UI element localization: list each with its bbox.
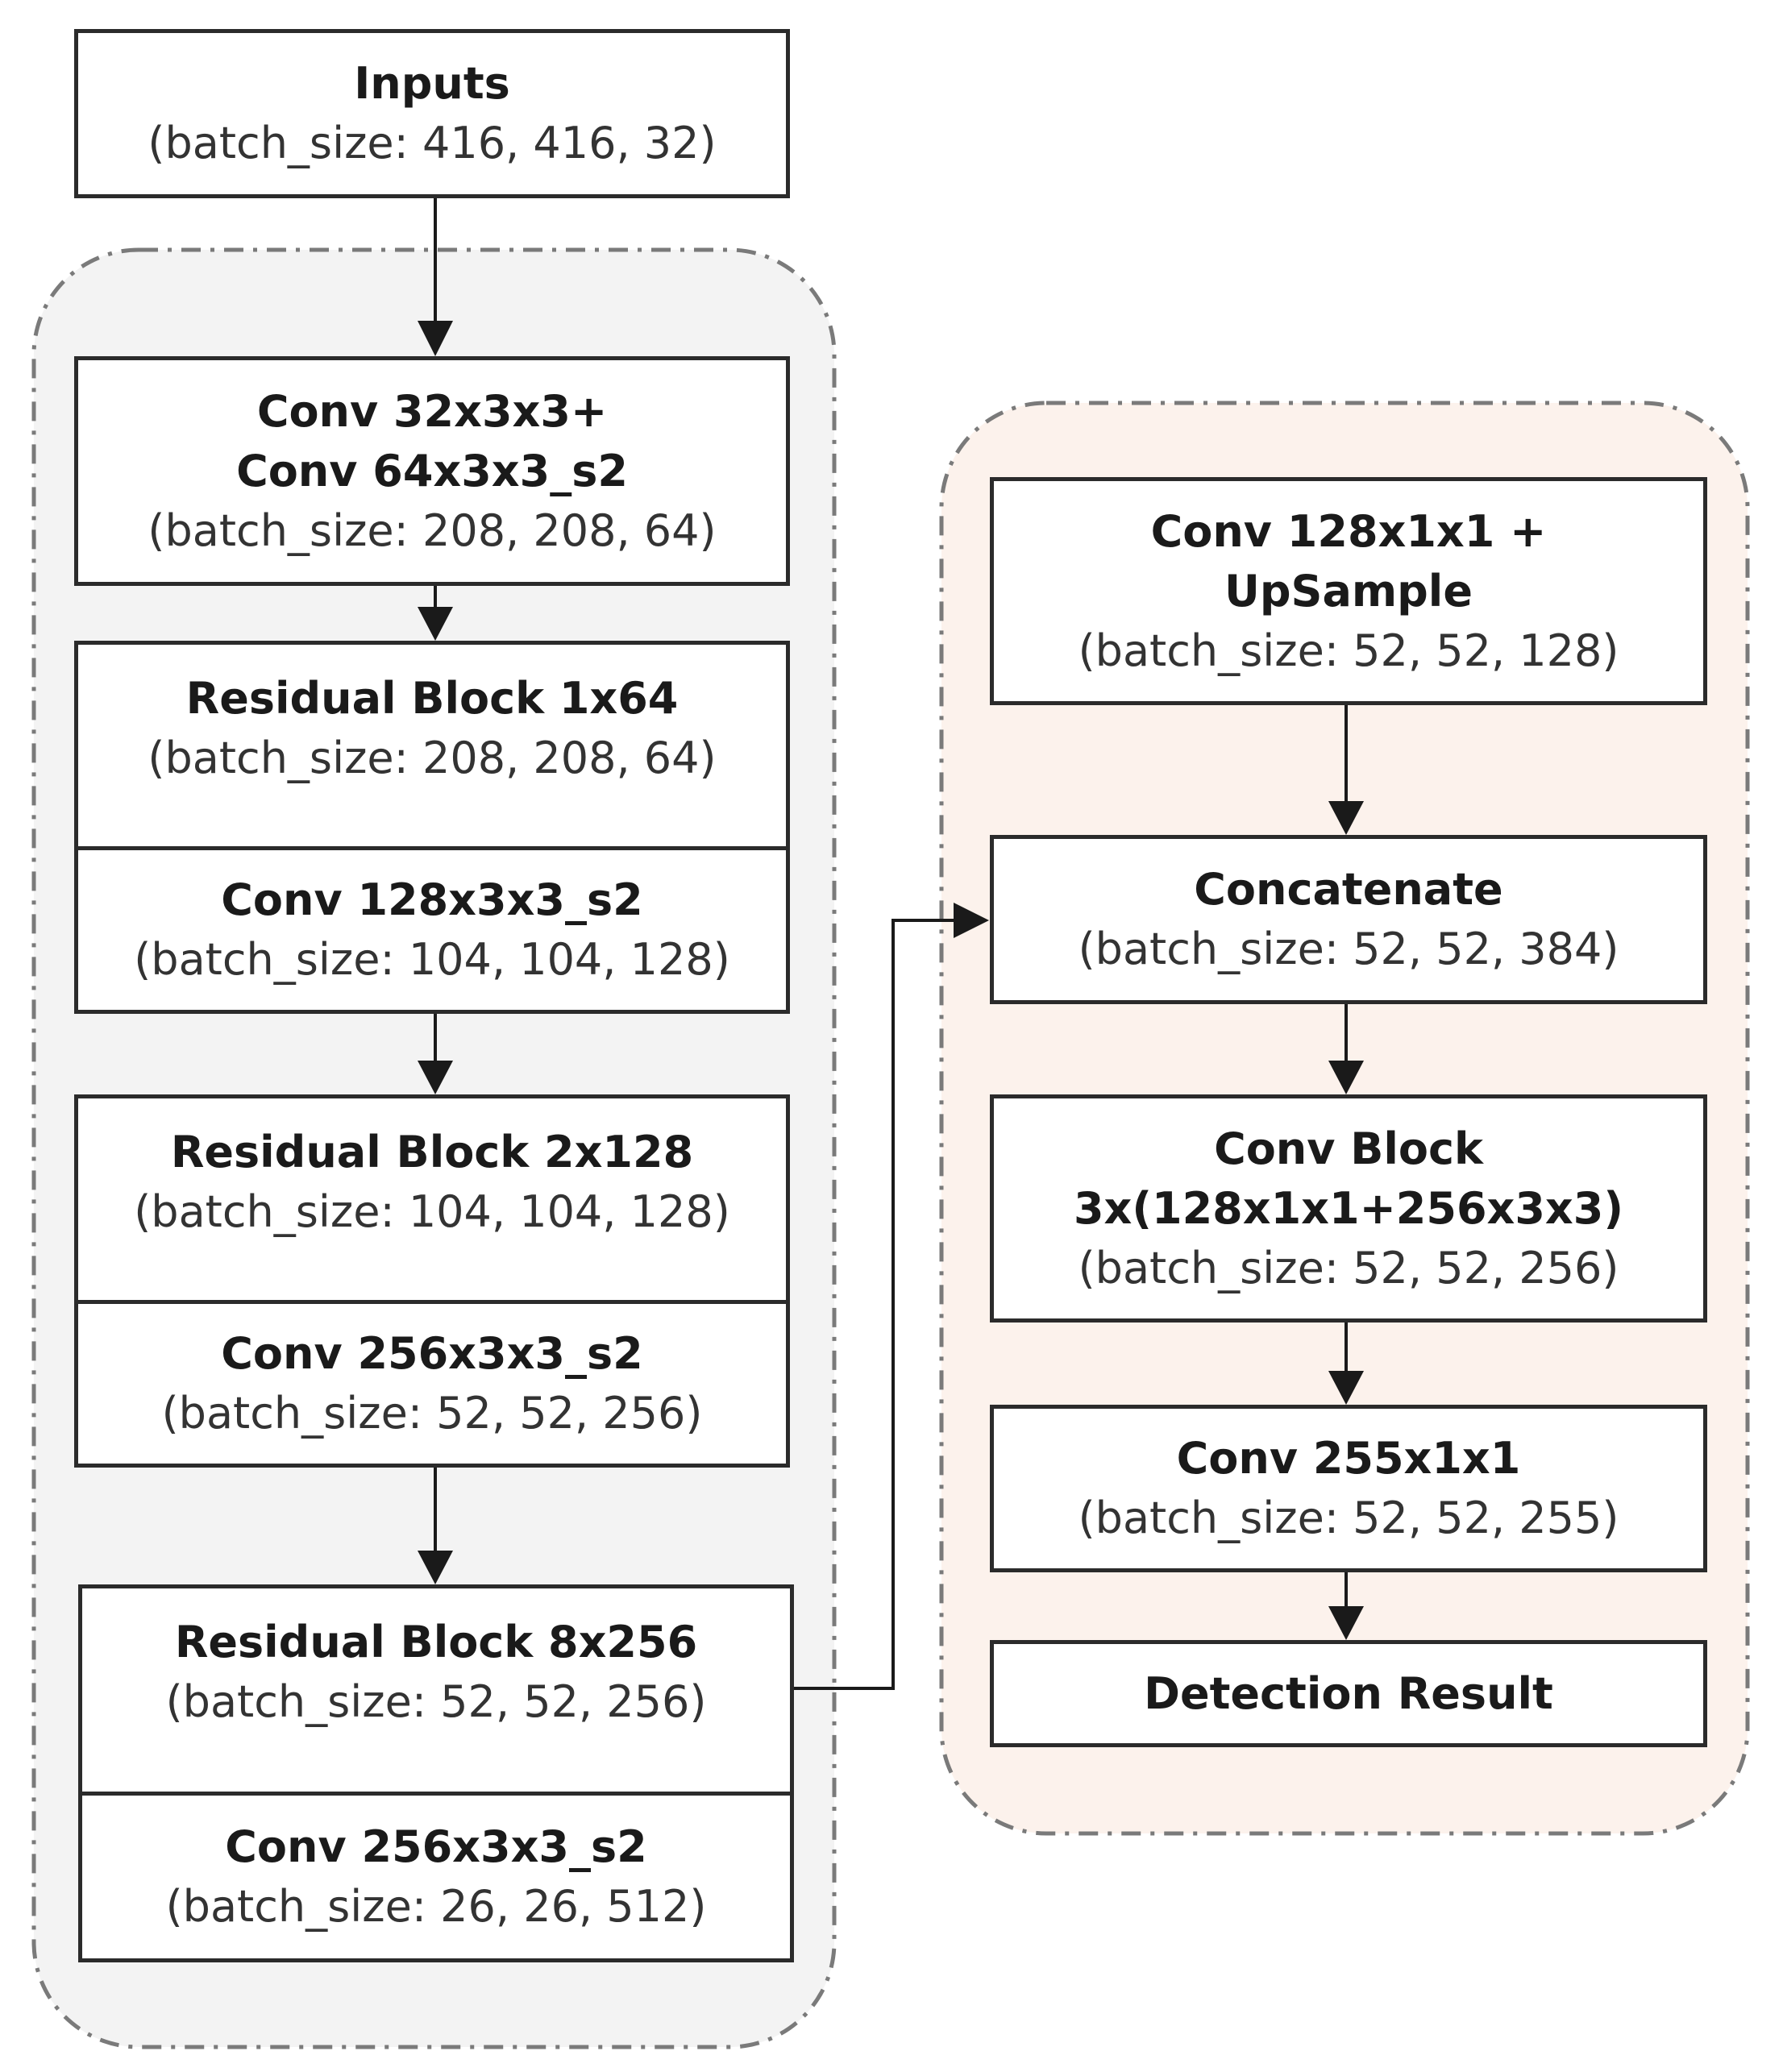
inputs-box: Inputs (batch_size: 416, 416, 32) [74, 29, 790, 198]
detection-result-box: Detection Result [990, 1640, 1707, 1747]
conv-256-a-box: Conv 256x3x3_s2 (batch_size: 52, 52, 256… [74, 1300, 790, 1468]
arrow-concatenate-to-convblock [1328, 1002, 1364, 1094]
residual-block-2-box: Residual Block 2x128 (batch_size: 104, 1… [74, 1094, 790, 1304]
conv-255-box: Conv 255x1x1 (batch_size: 52, 52, 255) [990, 1405, 1707, 1572]
conv-256-b-title: Conv 256x3x3_s2 [225, 1821, 647, 1872]
concatenate-dims: (batch_size: 52, 52, 384) [1078, 924, 1619, 974]
residual-block-8-title: Residual Block 8x256 [174, 1617, 698, 1667]
inputs-dims: (batch_size: 416, 416, 32) [148, 118, 717, 168]
conv-block-title-1: Conv Block [1214, 1123, 1483, 1174]
residual-block-2-title: Residual Block 2x128 [170, 1127, 694, 1177]
conv-stem-title-2: Conv 64x3x3_s2 [236, 445, 628, 496]
conv-upsample-title-2: UpSample [1224, 565, 1473, 617]
residual-block-1-title: Residual Block 1x64 [185, 673, 679, 724]
conv-256-b-dims: (batch_size: 26, 26, 512) [165, 1881, 707, 1932]
conv-255-title: Conv 255x1x1 [1176, 1433, 1521, 1484]
residual-block-8-box: Residual Block 8x256 (batch_size: 52, 52… [78, 1584, 794, 1796]
conv-128-dims: (batch_size: 104, 104, 128) [134, 934, 730, 985]
conv-256-a-title: Conv 256x3x3_s2 [221, 1328, 643, 1379]
residual-block-8-dims: (batch_size: 52, 52, 256) [165, 1676, 707, 1727]
arrow-upsample-to-concatenate [1328, 704, 1364, 835]
arrow-conv256-to-resblock8 [418, 1467, 453, 1584]
conv-128-box: Conv 128x3x3_s2 (batch_size: 104, 104, 1… [74, 846, 790, 1014]
arrow-resblock8-to-concatenate [794, 903, 989, 1690]
inputs-title: Inputs [354, 58, 510, 109]
arrow-inputs-to-stem [418, 197, 453, 356]
conv-upsample-box: Conv 128x1x1 + UpSample (batch_size: 52,… [990, 477, 1707, 705]
conv-block-box: Conv Block 3x(128x1x1+256x3x3) (batch_si… [990, 1094, 1707, 1323]
conv-256-b-box: Conv 256x3x3_s2 (batch_size: 26, 26, 512… [78, 1792, 794, 1962]
conv-stem-box: Conv 32x3x3+ Conv 64x3x3_s2 (batch_size:… [74, 356, 790, 586]
conv-stem-dims: (batch_size: 208, 208, 64) [148, 505, 717, 556]
arrow-convblock-to-conv255 [1328, 1320, 1364, 1405]
conv-upsample-dims: (batch_size: 52, 52, 128) [1078, 625, 1619, 676]
concatenate-title: Concatenate [1194, 864, 1503, 915]
conv-128-title: Conv 128x3x3_s2 [221, 874, 643, 925]
arrow-conv255-to-detection [1328, 1570, 1364, 1640]
residual-block-1-box: Residual Block 1x64 (batch_size: 208, 20… [74, 641, 790, 850]
residual-block-2-dims: (batch_size: 104, 104, 128) [134, 1186, 730, 1237]
concatenate-box: Concatenate (batch_size: 52, 52, 384) [990, 835, 1707, 1004]
residual-block-1-dims: (batch_size: 208, 208, 64) [148, 733, 717, 783]
detection-result-title: Detection Result [1144, 1667, 1553, 1719]
conv-block-title-2: 3x(128x1x1+256x3x3) [1073, 1182, 1624, 1234]
conv-256-a-dims: (batch_size: 52, 52, 256) [161, 1388, 703, 1439]
conv-upsample-title-1: Conv 128x1x1 + [1150, 505, 1547, 557]
conv-block-dims: (batch_size: 52, 52, 256) [1078, 1242, 1619, 1293]
arrow-stem-to-resblock1 [418, 584, 453, 641]
conv-stem-title-1: Conv 32x3x3+ [256, 385, 608, 437]
arrow-conv128-to-resblock2 [418, 1014, 453, 1094]
conv-255-dims: (batch_size: 52, 52, 255) [1078, 1493, 1619, 1543]
